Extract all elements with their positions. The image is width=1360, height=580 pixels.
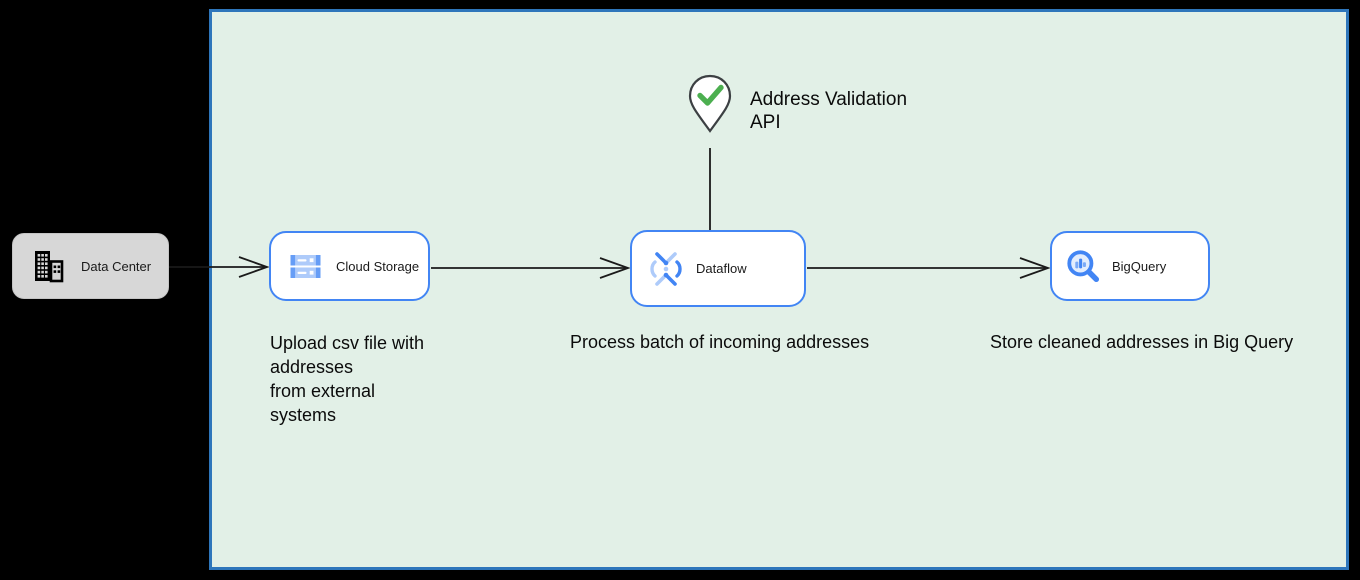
- node-cloud-storage-label: Cloud Storage: [336, 258, 420, 274]
- building-icon: [35, 251, 64, 283]
- bigquery-icon: [1067, 250, 1100, 283]
- check-icon: [697, 84, 724, 106]
- node-cloud-storage[interactable]: Cloud Storage: [269, 231, 430, 301]
- cloud-storage-icon: [290, 255, 321, 278]
- map-pin-check-icon[interactable]: [688, 74, 732, 134]
- dataflow-icon: [650, 251, 682, 286]
- node-data-center[interactable]: Data Center: [12, 233, 169, 299]
- caption-store-addresses: Store cleaned addresses in Big Query: [990, 332, 1294, 352]
- api-marker-label: Address Validation API: [750, 89, 908, 133]
- node-dataflow-label: Dataflow: [696, 261, 747, 276]
- node-data-center-label: Data Center: [81, 258, 152, 274]
- caption-upload-csv: Upload csv file with addresses from exte…: [270, 333, 425, 425]
- node-dataflow[interactable]: Dataflow: [630, 230, 806, 307]
- caption-process-batch: Process batch of incoming addresses: [570, 332, 870, 352]
- node-bigquery-label: BigQuery: [1112, 258, 1167, 274]
- node-bigquery[interactable]: BigQuery: [1050, 231, 1210, 301]
